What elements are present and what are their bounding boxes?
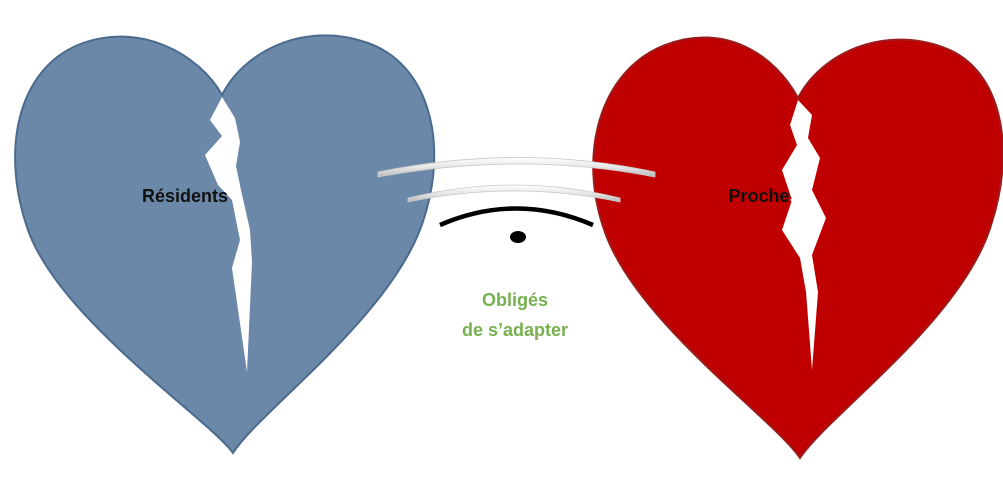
center-caption-line1: Obligés (482, 290, 548, 310)
connector-dot (510, 231, 526, 243)
center-caption-line2: de s’adapter (462, 320, 568, 340)
right-heart-label: Proches (728, 186, 799, 206)
bridge-arc-bottom (407, 184, 621, 203)
right-heart-crack (782, 100, 826, 370)
left-heart-crack (205, 97, 252, 372)
right-heart-label-main: Proche (728, 186, 789, 206)
connector-arc (439, 206, 594, 228)
left-heart-label: Résidents (142, 186, 228, 206)
bridge-arc-top (377, 157, 656, 178)
left-heart (14, 34, 436, 455)
right-heart-label-tail: s (790, 186, 800, 206)
